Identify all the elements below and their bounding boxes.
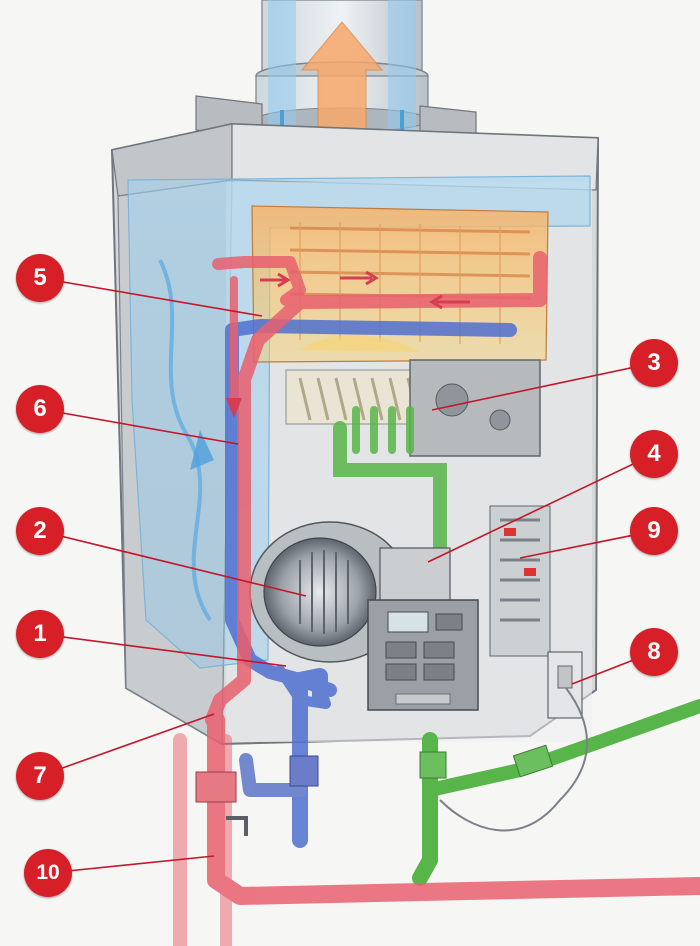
callout-marker-10: 10	[24, 849, 72, 897]
combustion-fan	[249, 521, 451, 663]
gas-valve	[409, 359, 541, 457]
front-control-panel	[367, 599, 479, 711]
callout-marker-6: 6	[16, 385, 64, 433]
hot-water-arrow	[226, 398, 242, 418]
callout-marker-1: 1	[16, 610, 64, 658]
callout-marker-4: 4	[630, 430, 678, 478]
hot-water-arrow	[429, 294, 470, 310]
control-board	[489, 505, 551, 657]
hot-water-arrow	[340, 270, 379, 286]
callout-marker-3: 3	[630, 339, 678, 387]
callout-marker-9: 9	[630, 507, 678, 555]
callout-marker-8: 8	[630, 628, 678, 676]
power-outlet	[439, 651, 588, 832]
hot-water-arrow	[260, 272, 291, 288]
callout-marker-5: 5	[16, 254, 64, 302]
callout-marker-7: 7	[16, 752, 64, 800]
inlet-outlet-valves	[195, 744, 554, 836]
callout-marker-2: 2	[16, 507, 64, 555]
